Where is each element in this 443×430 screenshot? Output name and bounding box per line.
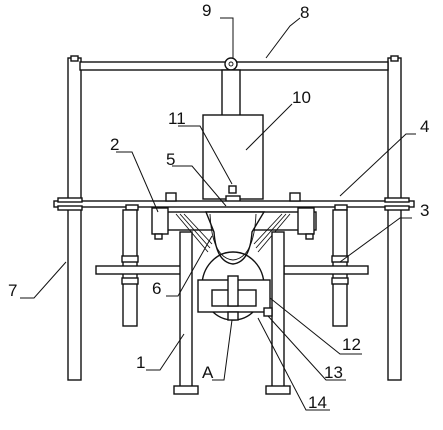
leader-6 — [166, 235, 213, 297]
label-12: 12 — [342, 335, 361, 354]
main-platform — [53, 192, 415, 211]
right-bolt-head — [289, 192, 301, 202]
pulley-wheel — [224, 57, 238, 71]
hanger-arm — [221, 69, 241, 117]
right-spring-cap — [334, 204, 348, 211]
label-4: 4 — [420, 117, 429, 136]
leader-8 — [265, 17, 301, 59]
leader-4 — [339, 133, 416, 197]
leader-14 — [257, 317, 330, 411]
right-lower-bar — [283, 265, 369, 275]
label-7: 7 — [8, 281, 17, 300]
right-rod-nut-upper — [331, 255, 349, 263]
hopper-inner-curve — [209, 213, 257, 261]
left-collar-bottom — [57, 205, 83, 211]
label-9: 9 — [202, 1, 211, 20]
label-14: 14 — [308, 393, 327, 412]
pulley-axle — [228, 61, 234, 67]
left-post-cap — [70, 55, 79, 62]
leader-5 — [172, 165, 227, 207]
right-collar-bottom — [384, 205, 410, 211]
label-5: 5 — [166, 150, 175, 169]
label-A: A — [202, 363, 214, 382]
motor-box — [202, 114, 264, 200]
leader-A — [212, 319, 233, 381]
hopper — [175, 211, 291, 265]
left-bolt-head — [165, 192, 177, 202]
side-guides — [95, 209, 369, 327]
left-clamp-foot — [154, 233, 163, 240]
central-shaft — [227, 275, 239, 307]
sensor-block — [228, 185, 237, 194]
platform-beam — [53, 200, 415, 208]
leader-12 — [269, 297, 362, 355]
label-6: 6 — [152, 279, 161, 298]
left-outer-post — [67, 57, 82, 381]
leader-10 — [245, 103, 293, 151]
right-collar-top — [384, 197, 410, 203]
right-block — [263, 307, 273, 317]
label-10: 10 — [292, 88, 311, 107]
leader-3 — [339, 217, 412, 263]
label-8: 8 — [300, 3, 309, 22]
left-leg — [179, 231, 193, 389]
leader-13 — [267, 315, 346, 381]
callout-labels: 9 8 10 11 5 2 4 3 7 6 1 A 12 13 14 — [8, 1, 429, 412]
right-clamp-foot — [305, 233, 314, 240]
right-foot — [265, 385, 291, 395]
label-2: 2 — [110, 135, 119, 154]
left-collar-top — [57, 197, 83, 203]
left-clamp — [151, 207, 169, 235]
label-11: 11 — [168, 109, 186, 128]
leader-7 — [20, 261, 67, 299]
left-rod-nut-upper — [121, 255, 139, 263]
left-lower-bar — [95, 265, 185, 275]
leader-9 — [220, 17, 234, 58]
label-1: 1 — [136, 353, 145, 372]
right-post-cap — [390, 55, 399, 62]
pulley-assembly — [221, 57, 241, 117]
motor-housing — [202, 114, 264, 207]
label-3: 3 — [420, 201, 429, 220]
left-spring-cap — [125, 204, 139, 211]
leader-11 — [178, 125, 233, 185]
left-foot — [173, 385, 199, 395]
right-clamp — [297, 207, 315, 235]
left-rod-nut-lower — [121, 277, 139, 285]
right-rod-nut-lower — [331, 277, 349, 285]
support-legs — [173, 231, 291, 395]
leader-1 — [146, 333, 185, 371]
label-13: 13 — [324, 363, 343, 382]
leader-lines — [20, 17, 416, 411]
shaft-tip — [227, 311, 239, 321]
leader-2 — [116, 151, 159, 213]
detail-a-region — [197, 251, 273, 321]
